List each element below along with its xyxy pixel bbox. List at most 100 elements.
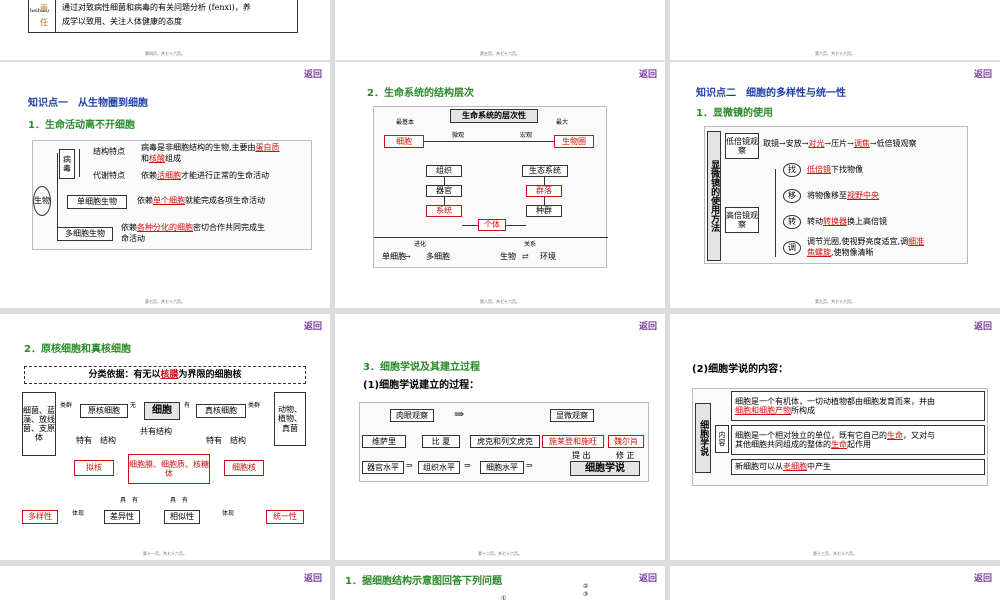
back-button[interactable]: 返回 — [304, 67, 322, 80]
virchow-node: 魏尔肖 — [608, 435, 644, 448]
meta-text: 依赖活细胞才能进行正常的生命活动 — [141, 171, 269, 181]
slide-7: 返回 2．原核细胞和真核细胞 分类依据：有无以核膜为界限的细胞核 细菌、蓝藻、放… — [0, 314, 330, 560]
type-label: 类群 — [60, 402, 72, 410]
content-item-1: 细胞是一个有机体，一切动植物都由细胞发育而来，并由细胞和细胞产物所构成 — [731, 391, 985, 421]
with-label-2: 有 — [132, 497, 138, 505]
slide-11: 返回 1．据细胞结构示意图回答下列问题 ① ② ③ — [335, 566, 665, 600]
page-number: 第七页，共七十六页。 — [0, 299, 330, 305]
revise-label: 修 正 — [616, 451, 635, 461]
propose-label: 提 出 — [572, 451, 591, 461]
schleiden-node: 施莱登和施旺 — [542, 435, 604, 448]
slide-12: 返回 — [670, 566, 1000, 600]
top-line — [424, 141, 554, 142]
separator — [374, 237, 608, 238]
show-label: 体现 — [222, 510, 234, 518]
slide-4: 返回 知识点一 从生物圈到细胞 1．生命活动离不开细胞 生物 病毒 结构特点 病… — [0, 62, 330, 308]
struct-text-2: 和核酸组成 — [141, 154, 181, 164]
difference-node: 差异性 — [104, 510, 140, 524]
arrow-glyph: ⇒ — [454, 407, 464, 422]
microscope-node: 显微观察 — [550, 409, 594, 422]
section-subtitle: (2)细胞学说的内容： — [692, 360, 788, 375]
shared-structures: 细胞膜、细胞质、核糖体 — [128, 454, 210, 484]
hierarchy-diagram: 生命系统的层次性 最基本 最大 微观 宏观 细胞 生物圈 组织 器官 系统 个体… — [373, 106, 607, 268]
section-subtitle: 3．细胞学说及其建立过程 — [363, 358, 480, 373]
move-step: 移 — [783, 189, 801, 203]
back-button[interactable]: 返回 — [304, 571, 322, 584]
organism-text: 生物 — [500, 252, 516, 262]
with-label: 具 — [170, 497, 176, 505]
cell-theory-node: 细胞学说 — [570, 461, 640, 476]
back-button[interactable]: 返回 — [639, 571, 657, 584]
naked-eye-node: 肉眼观察 — [390, 409, 434, 422]
slide-6: 返回 知识点二 细胞的多样性与统一性 1．显微镜的使用 显微镜的使用方法 低倍镜… — [670, 62, 1000, 308]
slide-9: 返回 (2)细胞学说的内容： 细胞学说 内容 细胞是一个有机体，一切动植物都由细… — [670, 314, 1000, 560]
page-number: 第十一页，共七十六页。 — [0, 551, 330, 557]
low-power-node: 低倍镜观察 — [725, 133, 759, 159]
root-node: 生物 — [33, 186, 51, 216]
meta-label: 代谢特点 — [93, 171, 125, 181]
tissue-node: 组织 — [426, 165, 462, 177]
table-divider — [55, 0, 56, 33]
page-number: 第十三页，共七十六页。 — [670, 551, 1000, 557]
label-2: ② — [583, 583, 588, 591]
vesalius-node: 维萨里 — [362, 435, 406, 448]
unique-label: 特有 — [76, 436, 92, 446]
arrow-glyph: ⇒ — [464, 461, 471, 471]
section-subtitle: 1．生命活动离不开细胞 — [28, 116, 135, 131]
section-subtitle: 1．显微镜的使用 — [696, 104, 773, 119]
nucleus-node: 细胞核 — [224, 460, 264, 476]
with-label: 具 — [120, 497, 126, 505]
page-number: 第六页，共七十六页。 — [670, 51, 1000, 57]
back-button[interactable]: 返回 — [974, 319, 992, 332]
multicellular-text: 多细胞 — [426, 252, 450, 262]
slide-1: heibao) 责 任 通过对致病性细菌和病毒的有关问题分析 (fenxi)，养… — [0, 0, 330, 60]
unity-node: 统一性 — [266, 510, 304, 524]
virus-node: 病毒 — [59, 149, 75, 179]
text-1: 通过对致病性细菌和病毒的有关问题分析 (fenxi)，养 — [62, 3, 251, 13]
organ-node: 器官 — [426, 185, 462, 197]
back-button[interactable]: 返回 — [974, 67, 992, 80]
multi-text-2: 命活动 — [121, 234, 145, 244]
slide-2: 第五页，共七十六页。 — [335, 0, 665, 60]
arrow-glyph: ⇒ — [406, 461, 413, 471]
back-button[interactable]: 返回 — [304, 319, 322, 332]
slide-10: 返回 — [0, 566, 330, 600]
eukaryote-list: 动物、植物、真菌 — [274, 392, 306, 446]
arrow — [544, 197, 545, 205]
knowledge-title: 知识点一 从生物圈到细胞 — [28, 94, 148, 109]
side-label: 显微镜的使用方法 — [707, 131, 721, 261]
content-item-2: 细胞是一个相对独立的单位，既有它自己的生命，又对与其他细胞共同组成的整体的生命起… — [731, 425, 985, 455]
biosphere-node: 生物圈 — [554, 135, 594, 148]
back-button[interactable]: 返回 — [639, 319, 657, 332]
similarity-node: 相似性 — [164, 510, 200, 524]
content-label: 内容 — [715, 425, 729, 453]
adjust-step: 调 — [783, 241, 801, 255]
eukaryote-node: 真核细胞 — [196, 404, 246, 418]
label-1: ① — [501, 595, 506, 600]
slide-8: 返回 3．细胞学说及其建立过程 (1)细胞学说建立的过程： 肉眼观察 ⇒ 显微观… — [335, 314, 665, 560]
cell-node: 细胞 — [384, 135, 424, 148]
organ-level-node: 器官水平 — [362, 461, 404, 474]
page-number: 第十二页，共七十六页。 — [335, 551, 665, 557]
microscope-diagram: 显微镜的使用方法 低倍镜观察 取镜→安放→对光→压片→调焦→低倍镜观察 高倍镜观… — [704, 126, 968, 264]
label-1: 责 — [40, 4, 48, 14]
bichat-node: 比 夏 — [422, 435, 460, 448]
history-diagram: 肉眼观察 ⇒ 显微观察 维萨里 比 夏 虎克和列文虎克 施莱登和施旺 魏尔肖 器… — [359, 402, 649, 482]
arrow-glyph: → — [404, 252, 411, 262]
arrow — [444, 177, 445, 185]
show-label: 体现 — [72, 510, 84, 518]
back-button[interactable]: 返回 — [974, 571, 992, 584]
arrow — [462, 225, 478, 226]
find-step: 找 — [783, 163, 801, 177]
diversity-node: 多样性 — [22, 510, 58, 524]
move-text: 将物像移至视野中央 — [807, 191, 879, 201]
section-subtitle: 2．原核细胞和真核细胞 — [24, 340, 131, 355]
theory-content-diagram: 细胞学说 内容 细胞是一个有机体，一切动植物都由细胞发育而来，并由细胞和细胞产物… — [692, 388, 988, 486]
system-node: 系统 — [426, 205, 462, 217]
high-power-node: 高倍镜观察 — [725, 207, 759, 233]
section-subtitle-2: (1)细胞学说建立的过程： — [363, 376, 479, 391]
structure-label: 结构 — [100, 436, 116, 446]
back-button[interactable]: 返回 — [639, 67, 657, 80]
evolution-label: 进化 — [414, 241, 426, 249]
